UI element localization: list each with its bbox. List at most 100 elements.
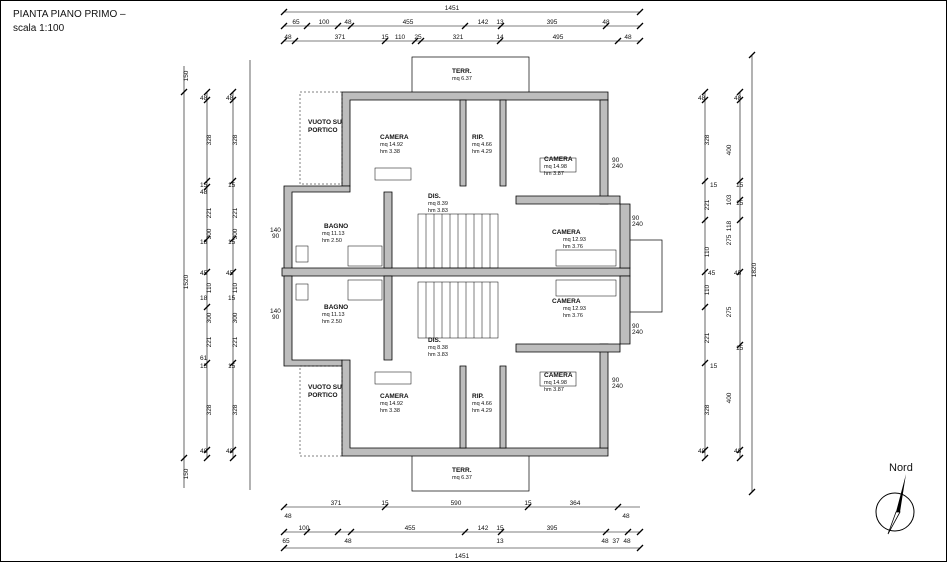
svg-text:48: 48 <box>698 448 706 455</box>
dimension-lines <box>183 11 753 549</box>
svg-text:1520: 1520 <box>183 274 190 289</box>
svg-text:CAMERA: CAMERA <box>380 134 409 141</box>
svg-text:328: 328 <box>206 404 213 415</box>
svg-text:45: 45 <box>226 270 234 277</box>
svg-text:221: 221 <box>704 332 711 343</box>
svg-text:48: 48 <box>344 19 352 26</box>
svg-text:48: 48 <box>200 95 208 102</box>
svg-text:371: 371 <box>335 34 346 41</box>
north-arrow: Nord <box>875 462 915 535</box>
svg-text:300: 300 <box>206 312 213 323</box>
svg-text:TERR.: TERR. <box>452 68 472 75</box>
svg-text:37: 37 <box>612 538 620 545</box>
svg-text:48: 48 <box>200 189 208 196</box>
svg-text:103: 103 <box>726 194 733 205</box>
svg-text:48: 48 <box>622 513 630 520</box>
svg-text:90: 90 <box>272 233 280 240</box>
svg-text:221: 221 <box>232 336 239 347</box>
svg-text:364: 364 <box>570 500 581 507</box>
svg-text:118: 118 <box>726 220 733 231</box>
dimension-ticks <box>180 8 756 552</box>
svg-text:hm 3.87: hm 3.87 <box>544 171 564 177</box>
svg-text:hm 3.83: hm 3.83 <box>428 352 448 358</box>
svg-text:BAGNO: BAGNO <box>324 223 348 230</box>
svg-text:RIP.: RIP. <box>472 393 484 400</box>
svg-text:hm 2.50: hm 2.50 <box>322 319 342 325</box>
svg-text:hm 3.76: hm 3.76 <box>563 313 583 319</box>
svg-text:15: 15 <box>524 500 532 507</box>
svg-text:15: 15 <box>228 363 236 370</box>
svg-text:590: 590 <box>451 500 462 507</box>
svg-text:15: 15 <box>736 345 744 352</box>
svg-text:48: 48 <box>200 448 208 455</box>
svg-text:48: 48 <box>734 448 742 455</box>
svg-text:DIS.: DIS. <box>428 337 441 344</box>
svg-text:mq 12.93: mq 12.93 <box>563 237 586 243</box>
svg-text:240: 240 <box>612 383 623 390</box>
svg-text:100: 100 <box>319 19 330 26</box>
svg-text:142: 142 <box>478 525 489 532</box>
stairs <box>295 91 617 457</box>
svg-text:14: 14 <box>496 34 504 41</box>
title-line-1: PIANTA PIANO PRIMO – <box>13 9 126 20</box>
north-label: Nord <box>889 462 913 474</box>
svg-text:240: 240 <box>632 329 643 336</box>
svg-text:90: 90 <box>272 314 280 321</box>
svg-text:hm 3.76: hm 3.76 <box>563 244 583 250</box>
svg-text:15: 15 <box>736 200 744 207</box>
svg-text:455: 455 <box>405 525 416 532</box>
svg-text:15: 15 <box>710 363 718 370</box>
svg-text:13: 13 <box>496 19 504 26</box>
svg-text:65: 65 <box>282 538 290 545</box>
svg-text:VUOTO SU: VUOTO SU <box>308 119 342 126</box>
svg-text:mq 6.37: mq 6.37 <box>452 76 472 82</box>
svg-text:300: 300 <box>232 312 239 323</box>
svg-text:mq 8.39: mq 8.39 <box>428 201 448 207</box>
svg-text:45: 45 <box>734 270 742 277</box>
svg-text:61: 61 <box>200 355 208 362</box>
svg-text:395: 395 <box>547 19 558 26</box>
svg-text:15: 15 <box>228 239 236 246</box>
svg-text:495: 495 <box>553 34 564 41</box>
svg-text:400: 400 <box>726 144 733 155</box>
svg-text:25: 25 <box>414 34 422 41</box>
svg-text:221: 221 <box>206 207 213 218</box>
svg-text:455: 455 <box>403 19 414 26</box>
svg-text:100: 100 <box>299 525 310 532</box>
title-line-2: scala 1:100 <box>13 23 65 34</box>
svg-text:PORTICO: PORTICO <box>308 392 338 399</box>
svg-text:15: 15 <box>710 182 718 189</box>
svg-text:13: 13 <box>496 538 504 545</box>
svg-text:110: 110 <box>232 282 239 293</box>
svg-text:371: 371 <box>331 500 342 507</box>
svg-text:240: 240 <box>632 221 643 228</box>
svg-text:hm 3.38: hm 3.38 <box>380 408 400 414</box>
svg-text:15: 15 <box>736 182 744 189</box>
svg-text:140: 140 <box>270 227 281 234</box>
north-needle-icon <box>896 474 906 512</box>
dimension-labels: 1451 65 100 48 455 142 13 395 48 48 371 … <box>183 5 758 560</box>
svg-text:mq 11.13: mq 11.13 <box>322 312 345 318</box>
svg-text:275: 275 <box>726 234 733 245</box>
svg-text:48: 48 <box>344 538 352 545</box>
svg-text:VUOTO SU: VUOTO SU <box>308 384 342 391</box>
svg-text:15: 15 <box>200 363 208 370</box>
svg-text:328: 328 <box>232 404 239 415</box>
svg-text:48: 48 <box>602 19 610 26</box>
svg-text:hm 3.38: hm 3.38 <box>380 149 400 155</box>
room-terr-bottom: TERR.mq 6.37 <box>452 467 472 481</box>
svg-text:142: 142 <box>478 19 489 26</box>
south-needle-icon <box>887 511 901 535</box>
svg-text:48: 48 <box>624 34 632 41</box>
room-terr-top: TERR.mq 6.37 <box>452 68 472 82</box>
svg-text:140: 140 <box>270 308 281 315</box>
svg-text:48: 48 <box>623 538 631 545</box>
svg-text:CAMERA: CAMERA <box>544 156 573 163</box>
svg-text:321: 321 <box>453 34 464 41</box>
svg-text:48: 48 <box>698 95 706 102</box>
